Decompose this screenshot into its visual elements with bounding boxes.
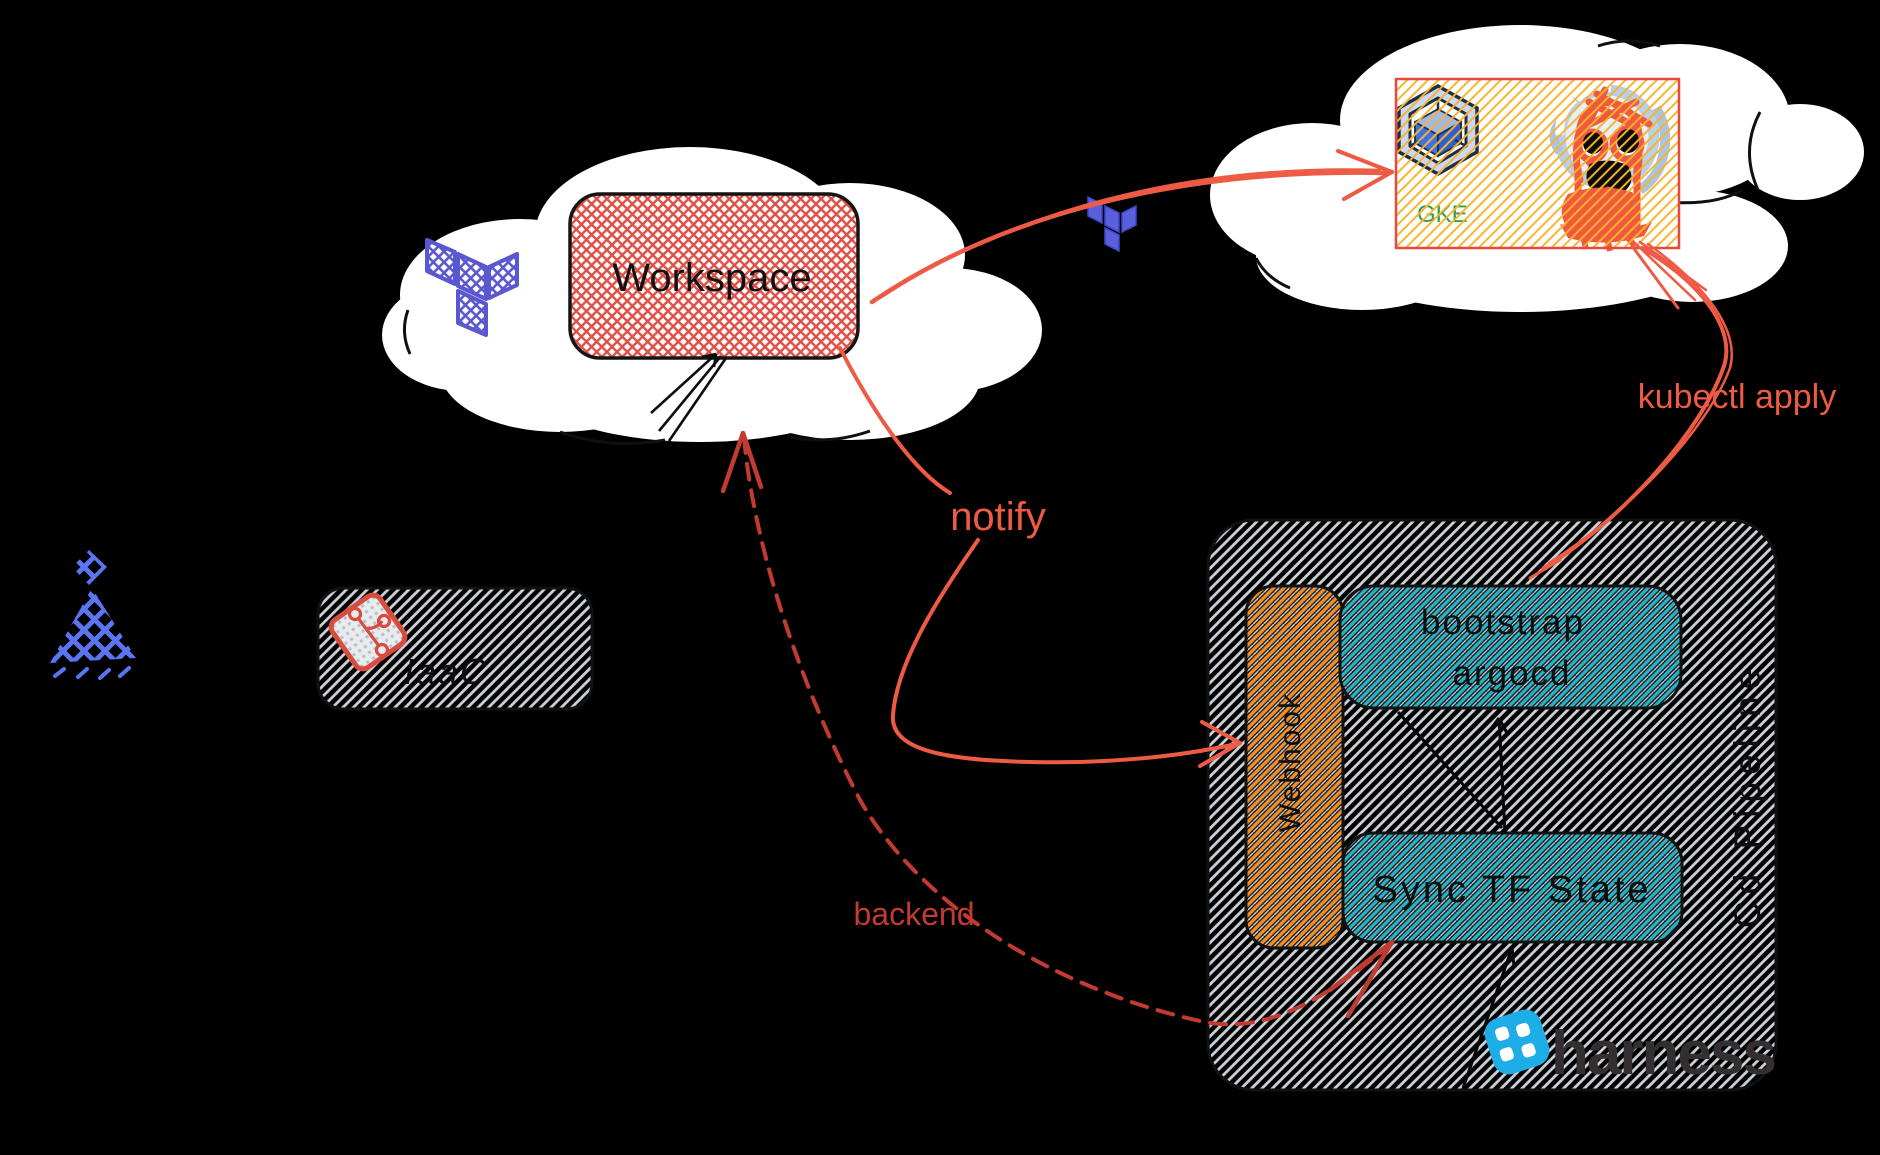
svg-text:Workspace: Workspace [612,256,811,300]
svg-text:IaaC: IaaC [404,651,488,692]
svg-text:kubectl apply: kubectl apply [1638,378,1836,416]
svg-text:harness: harness [1551,1019,1775,1088]
svg-text:Webhook: Webhook [1274,692,1307,832]
svg-text:Cd Pipeline: Cd Pipeline [1727,662,1768,928]
svg-text:Sync TF State: Sync TF State [1372,869,1651,911]
svg-text:notify: notify [950,495,1046,539]
svg-text:backend: backend [854,896,975,932]
svg-text:bootstrap: bootstrap [1421,603,1585,642]
svg-text:argocd: argocd [1452,654,1571,693]
